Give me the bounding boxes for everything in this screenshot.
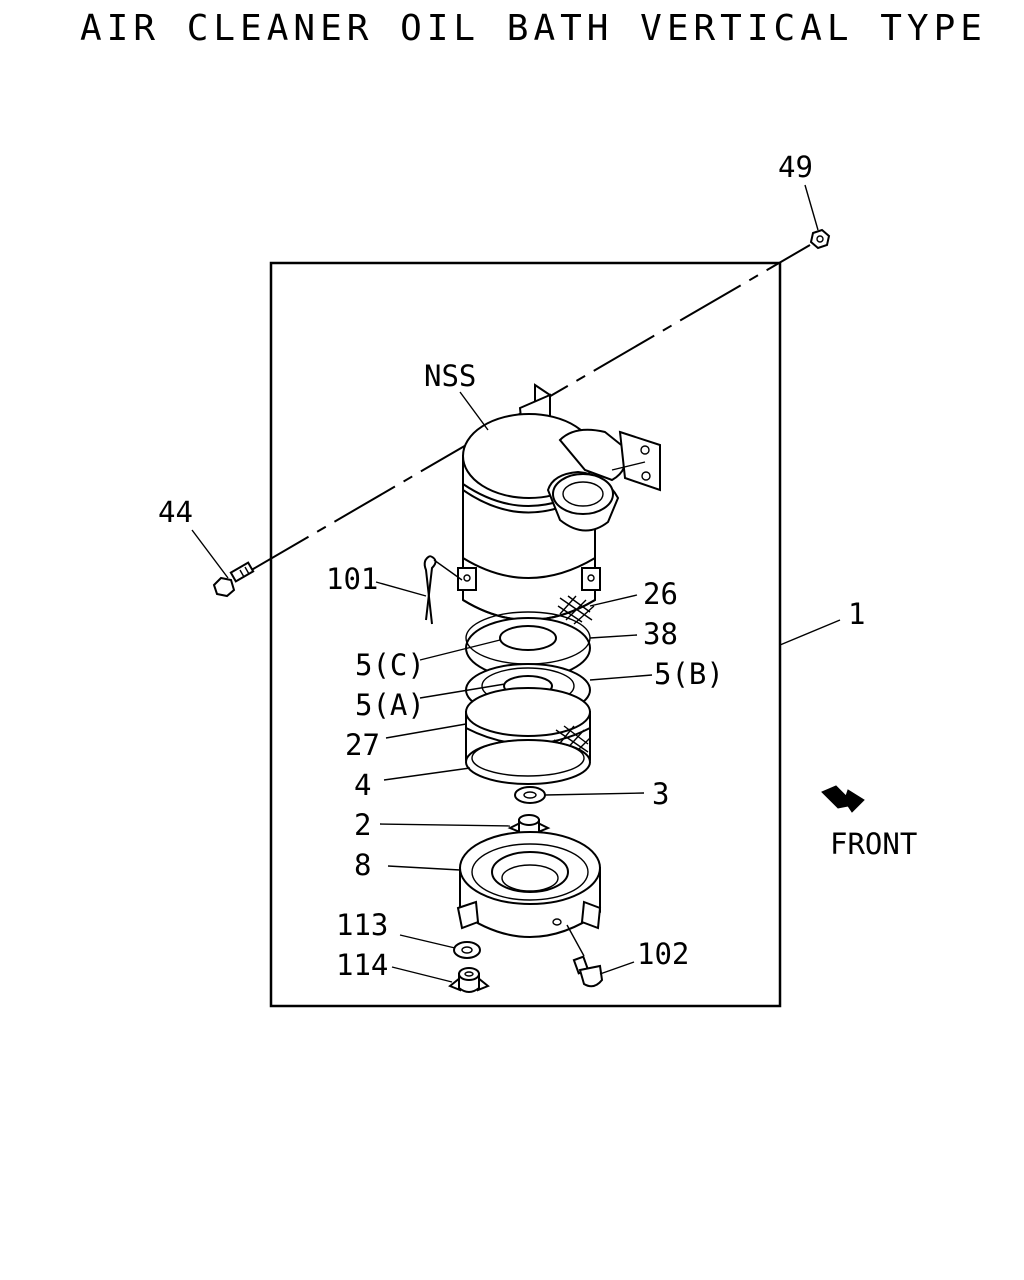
callout-5c: 5(C)	[355, 648, 425, 682]
diagram-title: AIR CLEANER OIL BATH VERTICAL TYPE	[80, 8, 987, 49]
callout-114: 114	[336, 948, 388, 982]
gasket-38	[465, 611, 591, 679]
front-arrow-icon	[821, 785, 865, 813]
oil-bowl-8	[456, 831, 602, 938]
callout-5b: 5(B)	[654, 657, 724, 691]
element-mesh-26	[557, 595, 595, 625]
callout-49: 49	[778, 150, 813, 184]
bolt-44-icon	[212, 561, 255, 598]
callout-nss: NSS	[424, 359, 476, 393]
nut-49-icon	[809, 228, 831, 250]
cotter-pin-101-icon	[423, 555, 463, 625]
washer-3-icon	[514, 786, 546, 804]
callout-38: 38	[643, 617, 678, 651]
callout-44: 44	[158, 495, 193, 529]
washer-113-icon	[453, 941, 481, 959]
callout-1: 1	[848, 597, 865, 631]
callout-2: 2	[354, 808, 371, 842]
drain-plug-102-icon	[572, 955, 604, 988]
leader-lines	[191, 184, 841, 983]
air-cleaner-body	[457, 413, 661, 621]
callout-101: 101	[326, 562, 378, 596]
ring-4	[465, 739, 591, 785]
callout-26: 26	[643, 577, 678, 611]
callout-113: 113	[336, 908, 388, 942]
wing-nut-114-icon	[448, 967, 490, 993]
callout-8: 8	[354, 848, 371, 882]
callout-4: 4	[354, 768, 371, 802]
callout-27: 27	[345, 728, 380, 762]
assembly-frame	[269, 261, 782, 1008]
front-label: FRONT	[830, 827, 917, 861]
callout-102: 102	[637, 937, 689, 971]
callout-3: 3	[652, 777, 669, 811]
callout-5a: 5(A)	[355, 688, 425, 722]
